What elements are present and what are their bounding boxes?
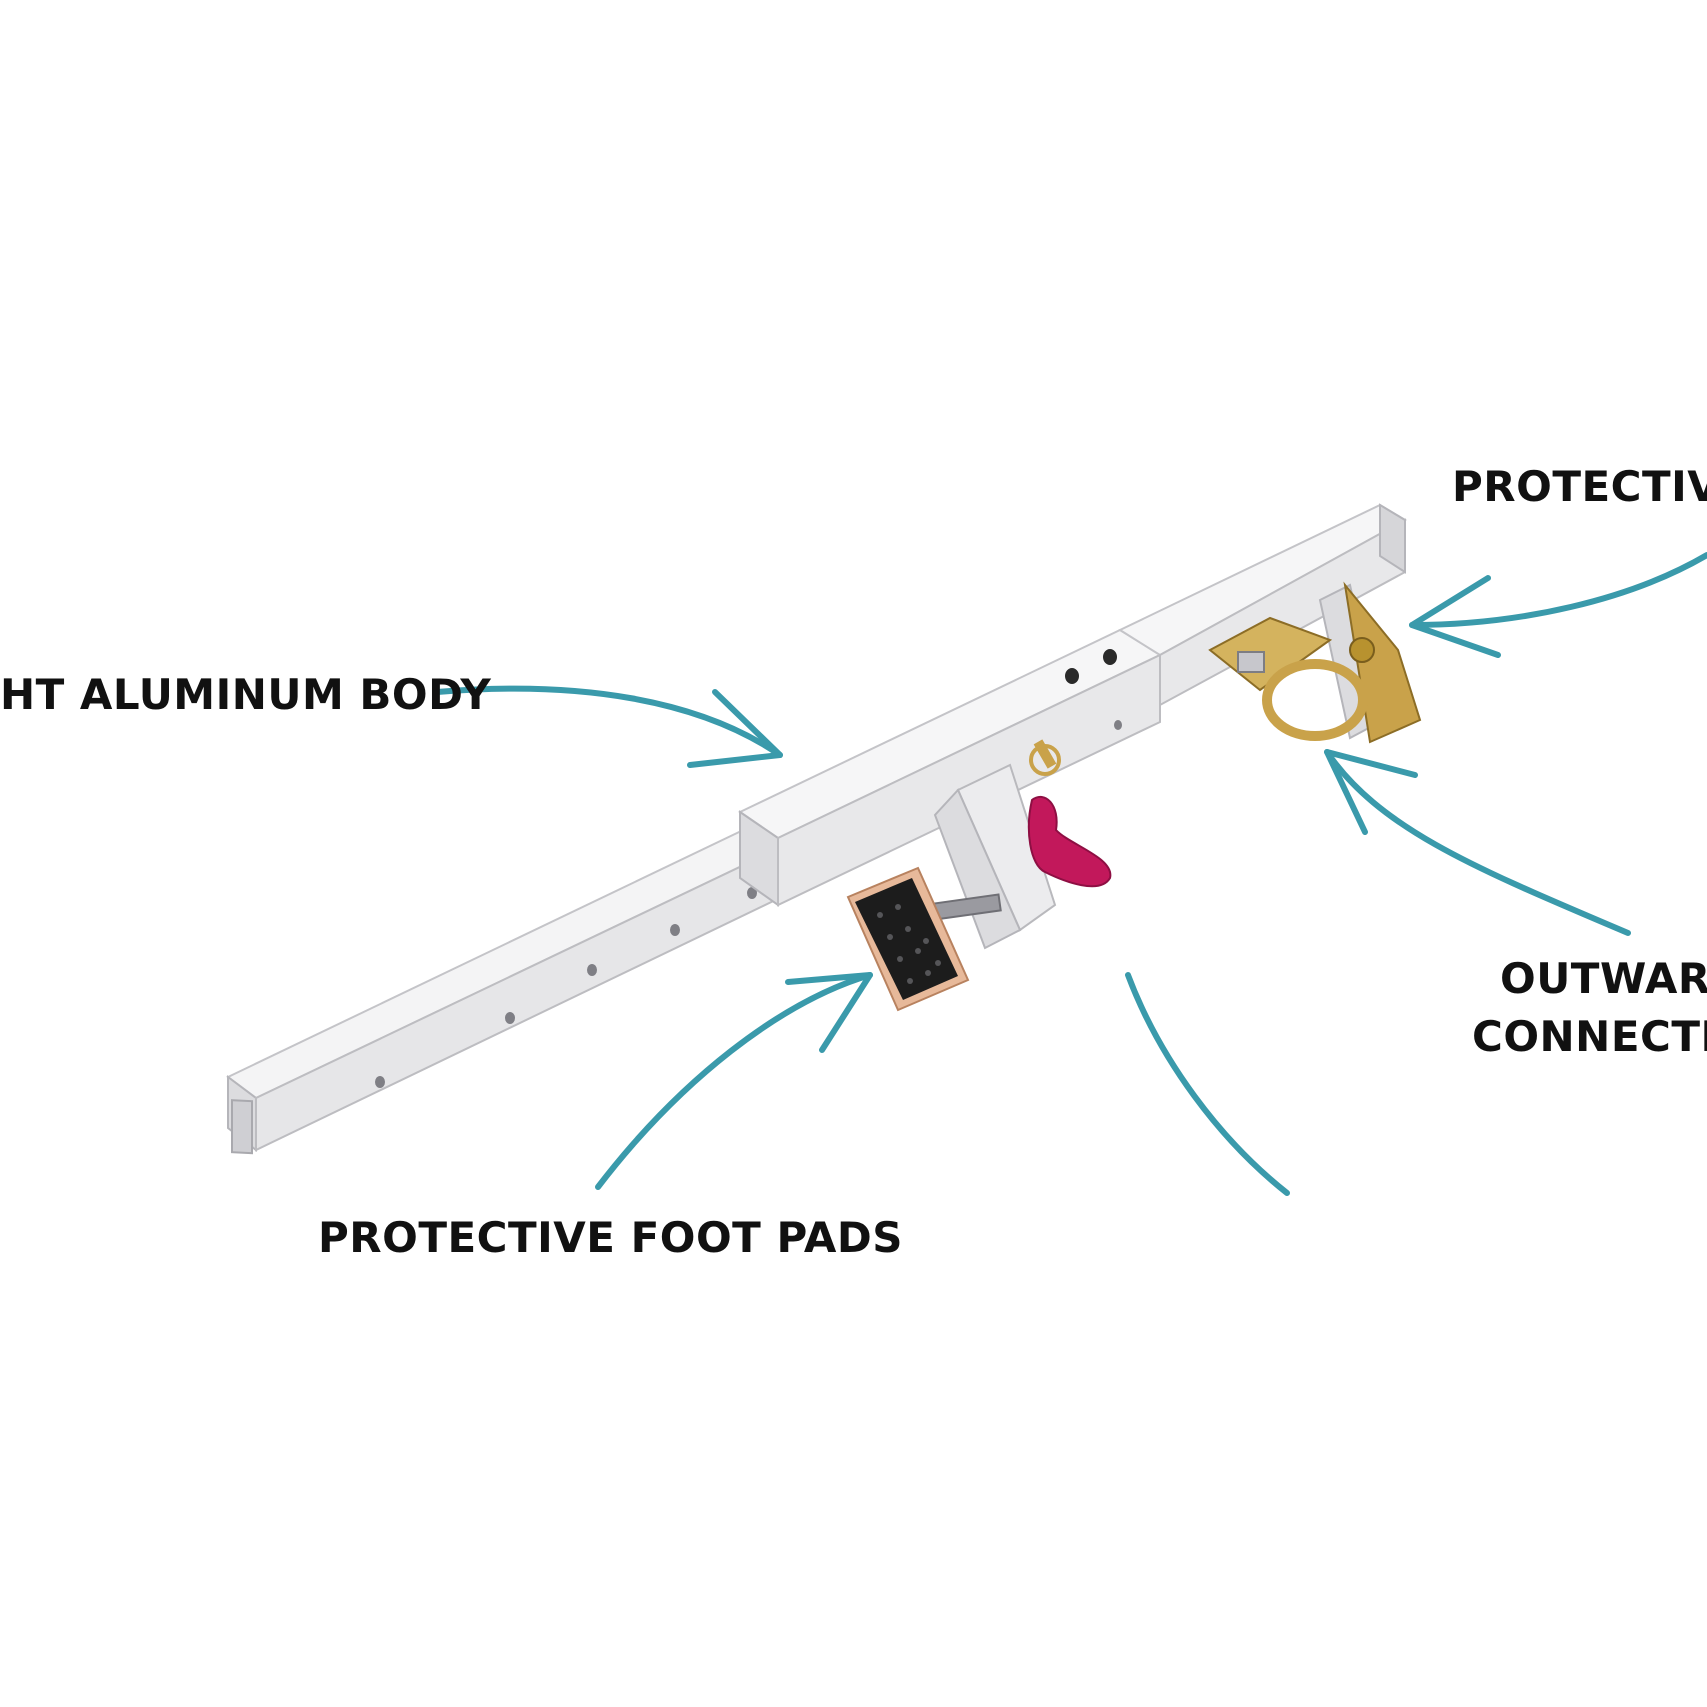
right-tube-end — [1379, 503, 1406, 574]
lock-pin — [1033, 739, 1057, 769]
body-hole — [1114, 720, 1122, 730]
arrow-protective-top — [1409, 552, 1707, 628]
arrow-foot-pads — [595, 972, 873, 1190]
foot-pad-rubber — [855, 878, 958, 1000]
arrow-body — [434, 685, 783, 758]
foot-pad-texture — [877, 904, 941, 984]
arrow-outward-head — [1324, 749, 1418, 835]
adjustment-holes — [375, 887, 757, 1088]
bracket-nut — [1349, 637, 1375, 663]
body-hole — [1065, 668, 1079, 684]
arrow-protective-top-head — [1409, 575, 1501, 658]
outer-tube-side — [777, 653, 1161, 907]
inner-tube-top — [226, 820, 792, 1100]
d-ring-bracket — [1208, 581, 1422, 744]
callout-arrows — [434, 552, 1707, 1196]
label-outward-connection: OUTWAR CONNECTI — [1472, 950, 1707, 1066]
clamp-assembly — [846, 739, 1112, 1012]
aluminum-body — [226, 503, 1408, 1155]
arrow-body-head — [687, 689, 783, 768]
arrow-outward — [1324, 749, 1631, 936]
arrow-foot-pads-head — [785, 972, 873, 1053]
d-ring — [1262, 659, 1368, 741]
body-hole — [1103, 649, 1117, 665]
label-outward-line2: CONNECTI — [1472, 1012, 1707, 1061]
arrow-lower-bracket — [1125, 972, 1290, 1196]
bracket-bolt — [1237, 651, 1265, 673]
wing-knob — [1027, 795, 1112, 888]
label-protective-top: PROTECTIVE — [1452, 462, 1707, 511]
label-outward-line1: OUTWAR — [1500, 954, 1707, 1003]
inner-tube-side — [255, 841, 791, 1152]
inner-tube-opening — [231, 1099, 253, 1155]
label-aluminum-body: HT ALUMINUM BODY — [0, 670, 492, 719]
label-protective-foot-pads: PROTECTIVE FOOT PADS — [318, 1213, 903, 1262]
